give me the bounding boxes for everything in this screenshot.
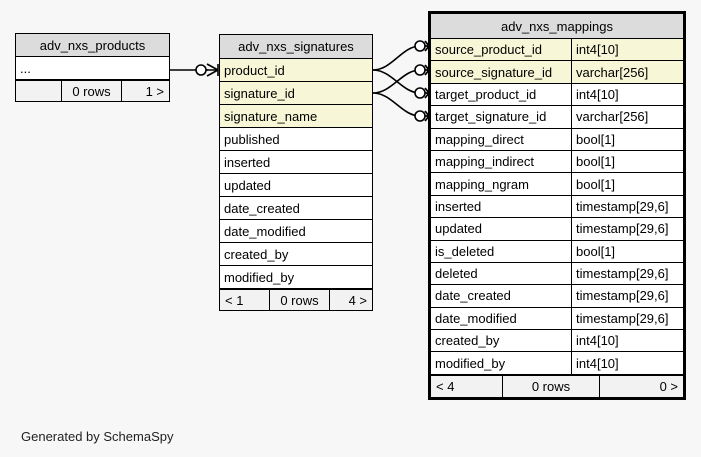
table-row[interactable]: target_signature_id varchar[256] bbox=[431, 106, 683, 129]
column-name: date_created bbox=[435, 288, 511, 304]
generated-by-credit: Generated by SchemaSpy bbox=[21, 429, 174, 444]
table-row[interactable]: date_modified bbox=[220, 220, 372, 243]
column-name: product_id bbox=[224, 62, 285, 78]
column-type: timestamp[29,6] bbox=[571, 195, 683, 218]
table-row[interactable]: signature_name bbox=[220, 105, 372, 128]
column-name: signature_name bbox=[224, 108, 318, 124]
link-productid-to-target-product-id bbox=[372, 69, 421, 94]
column-type: int4[10] bbox=[571, 352, 683, 374]
footer-rowcount: 0 rows bbox=[503, 375, 600, 397]
column-type: varchar[256] bbox=[571, 106, 683, 128]
column-type: bool[1] bbox=[571, 150, 683, 173]
column-name: inserted bbox=[224, 154, 271, 170]
table-adv-nxs-mappings[interactable]: adv_nxs_mappings source_product_id int4[… bbox=[428, 11, 686, 400]
table-row[interactable]: created_by bbox=[220, 243, 372, 266]
table-row[interactable]: ... bbox=[16, 57, 169, 80]
column-type: timestamp[29,6] bbox=[571, 262, 683, 285]
column-type: bool[1] bbox=[571, 128, 683, 150]
column-type: bool[1] bbox=[571, 240, 683, 262]
column-name: created_by bbox=[435, 333, 500, 349]
column-type: int4[10] bbox=[571, 83, 683, 106]
column-name: modified_by bbox=[224, 269, 295, 285]
link-productid-to-source-product-id bbox=[372, 45, 421, 71]
footer-next[interactable]: 1 > bbox=[145, 83, 164, 99]
table-footer-products[interactable]: 0 rows 1 > bbox=[16, 80, 169, 101]
footer-prev[interactable]: < 1 bbox=[220, 290, 270, 310]
table-footer-signatures[interactable]: < 1 0 rows 4 > bbox=[220, 289, 372, 310]
table-row[interactable]: inserted timestamp[29,6] bbox=[431, 195, 683, 219]
column-name: updated bbox=[435, 221, 482, 237]
table-row[interactable]: published bbox=[220, 128, 372, 151]
table-row[interactable]: source_signature_id varchar[256] bbox=[431, 61, 683, 84]
table-row[interactable]: source_product_id int4[10] bbox=[431, 39, 683, 62]
column-type: timestamp[29,6] bbox=[571, 285, 683, 307]
table-title-signatures: adv_nxs_signatures bbox=[220, 35, 372, 59]
column-name: target_signature_id bbox=[435, 109, 547, 125]
column-name: created_by bbox=[224, 246, 289, 262]
column-name: source_signature_id bbox=[435, 64, 553, 80]
column-name: published bbox=[224, 131, 280, 147]
link-signatureid-to-source-signature-id bbox=[372, 69, 421, 94]
table-title-mappings: adv_nxs_mappings bbox=[431, 14, 683, 39]
table-row[interactable]: created_by int4[10] bbox=[431, 330, 683, 353]
column-name: mapping_direct bbox=[435, 131, 524, 147]
column-name: date_created bbox=[224, 200, 300, 216]
column-type: timestamp[29,6] bbox=[571, 218, 683, 240]
column-name: mapping_indirect bbox=[435, 154, 535, 170]
table-row[interactable]: product_id bbox=[220, 59, 372, 82]
table-row[interactable]: mapping_ngram bool[1] bbox=[431, 173, 683, 196]
connector-endpoint-signatures bbox=[195, 63, 219, 77]
column-type: int4[10] bbox=[571, 330, 683, 352]
table-row[interactable]: signature_id bbox=[220, 82, 372, 105]
column-name: deleted bbox=[435, 266, 478, 282]
table-row[interactable]: deleted timestamp[29,6] bbox=[431, 262, 683, 286]
table-row[interactable]: date_modified timestamp[29,6] bbox=[431, 307, 683, 331]
connector-endpoint-mappings bbox=[414, 40, 430, 122]
footer-prev[interactable] bbox=[16, 81, 62, 101]
column-name: date_modified bbox=[224, 223, 306, 239]
footer-next[interactable]: 0 > bbox=[659, 378, 678, 394]
table-row[interactable]: mapping_direct bool[1] bbox=[431, 128, 683, 151]
column-type: bool[1] bbox=[571, 173, 683, 195]
table-row[interactable]: updated bbox=[220, 174, 372, 197]
table-footer-mappings[interactable]: < 4 0 rows 0 > bbox=[431, 374, 683, 397]
column-name: updated bbox=[224, 177, 271, 193]
footer-next[interactable]: 4 > bbox=[348, 292, 367, 308]
table-row[interactable]: is_deleted bool[1] bbox=[431, 240, 683, 263]
table-row[interactable]: target_product_id int4[10] bbox=[431, 83, 683, 107]
column-name: mapping_ngram bbox=[435, 176, 529, 192]
column-type: timestamp[29,6] bbox=[571, 307, 683, 330]
footer-rowcount: 0 rows bbox=[270, 290, 330, 310]
table-adv-nxs-products[interactable]: adv_nxs_products ... 0 rows 1 > bbox=[15, 33, 170, 102]
table-row[interactable]: date_created bbox=[220, 197, 372, 220]
table-adv-nxs-signatures[interactable]: adv_nxs_signatures product_id signature_… bbox=[219, 34, 373, 311]
footer-rowcount: 0 rows bbox=[62, 81, 122, 101]
link-signatureid-to-target-signature-id bbox=[372, 92, 421, 117]
column-type: int4[10] bbox=[571, 39, 683, 61]
column-name: date_modified bbox=[435, 310, 517, 326]
table-row[interactable]: updated timestamp[29,6] bbox=[431, 218, 683, 241]
column-name: source_product_id bbox=[435, 42, 542, 58]
table-row[interactable]: modified_by int4[10] bbox=[431, 352, 683, 375]
column-type: varchar[256] bbox=[571, 61, 683, 83]
footer-prev[interactable]: < 4 bbox=[431, 375, 503, 397]
column-name: ... bbox=[20, 60, 31, 76]
table-row[interactable]: inserted bbox=[220, 151, 372, 174]
column-name: inserted bbox=[435, 198, 482, 214]
table-row[interactable]: date_created timestamp[29,6] bbox=[431, 285, 683, 308]
table-title-products: adv_nxs_products bbox=[16, 34, 169, 57]
column-name: modified_by bbox=[435, 355, 506, 371]
column-name: target_product_id bbox=[435, 86, 537, 102]
column-name: is_deleted bbox=[435, 243, 495, 259]
table-row[interactable]: modified_by bbox=[220, 266, 372, 289]
table-row[interactable]: mapping_indirect bool[1] bbox=[431, 150, 683, 174]
column-name: signature_id bbox=[224, 85, 295, 101]
